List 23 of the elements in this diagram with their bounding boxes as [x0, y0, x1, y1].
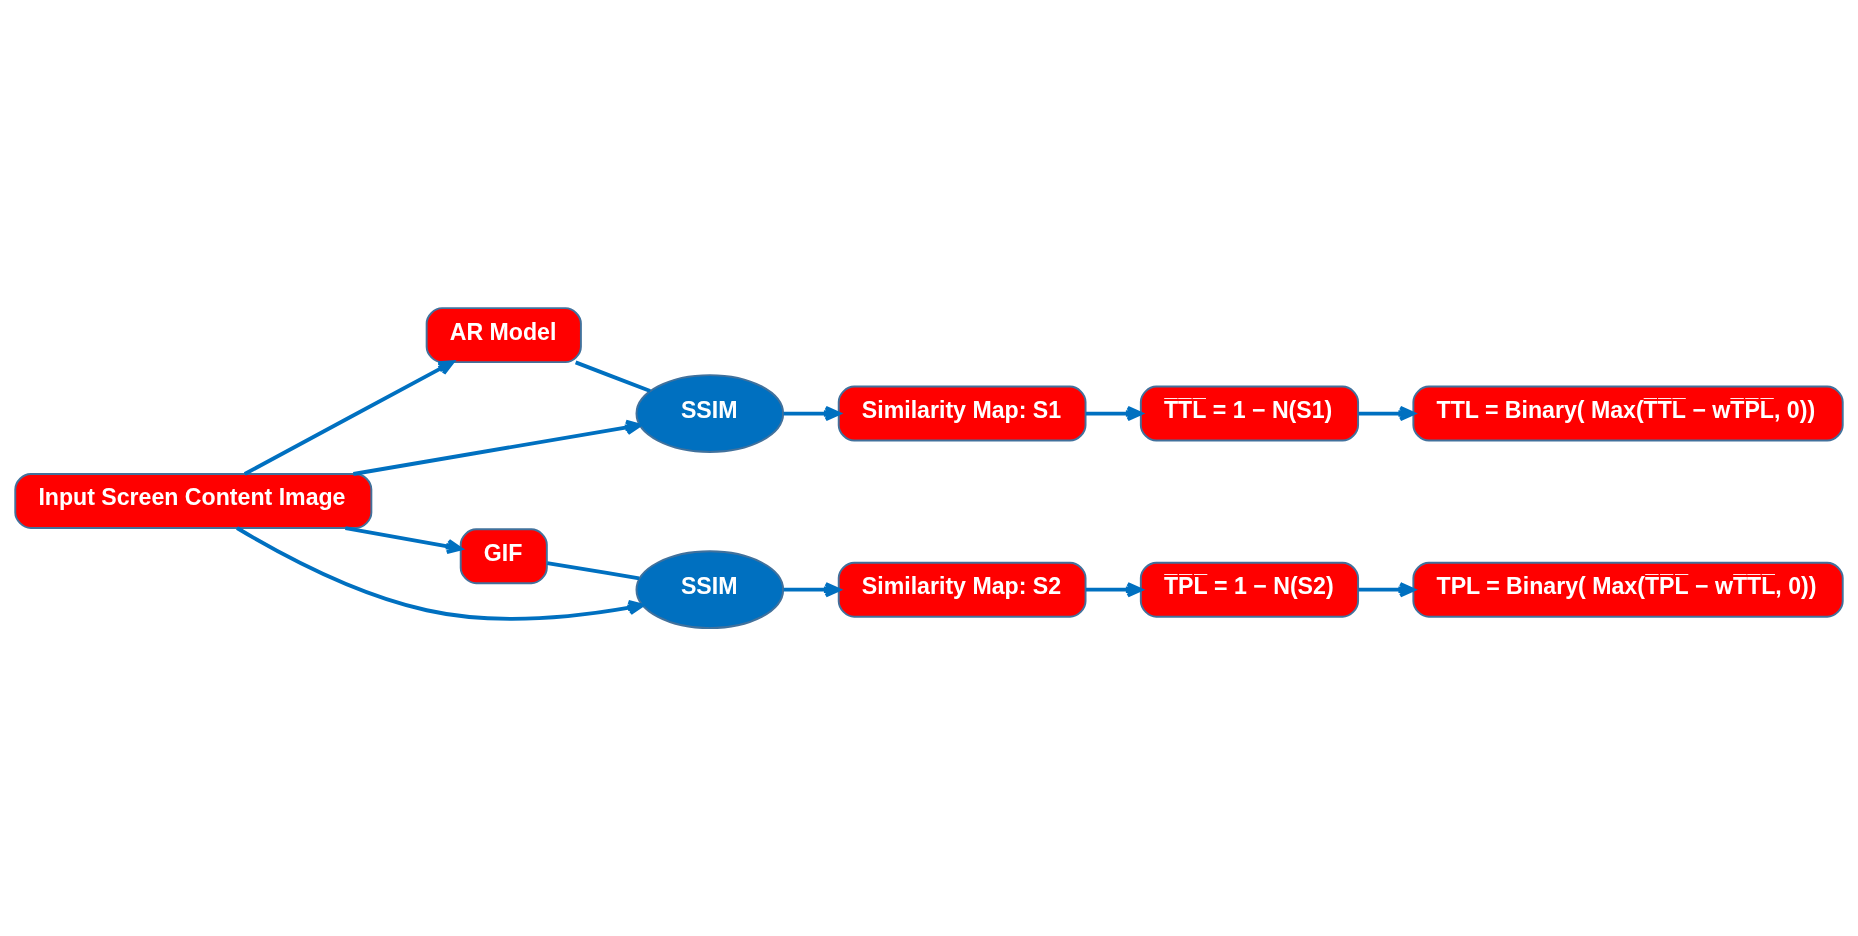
node-box: Similarity Map: S1	[837, 385, 1087, 442]
node-box: GIF	[459, 528, 548, 585]
node-box: T̅T̅L̅ = 1 − N(S1)	[1139, 385, 1360, 442]
node-box: Similarity Map: S2	[837, 561, 1087, 618]
node-box: T̅P̅L̅ = 1 − N(S2)	[1139, 561, 1360, 618]
connector	[546, 561, 640, 581]
node-ellipse: SSIM	[635, 374, 785, 453]
node-ellipse: SSIM	[635, 550, 785, 630]
arrow	[236, 526, 645, 621]
arrow	[345, 526, 463, 555]
arrow	[1358, 581, 1416, 598]
arrow	[353, 419, 642, 476]
arrow	[783, 405, 841, 422]
arrow	[1358, 405, 1416, 422]
arrow	[243, 360, 455, 476]
arrow	[1085, 581, 1143, 598]
node-box: AR Model	[425, 307, 582, 364]
node-box: TTL = Binary( Max(T̅T̅L̅ − wT̅P̅L̅, 0))	[1412, 385, 1844, 442]
node-box: Input Screen Content Image	[14, 473, 373, 529]
arrow	[783, 581, 841, 598]
connector	[574, 360, 651, 393]
node-box: TPL = Binary( Max(T̅P̅L̅ − wT̅T̅L̅, 0))	[1412, 561, 1844, 618]
arrow	[1085, 405, 1143, 422]
